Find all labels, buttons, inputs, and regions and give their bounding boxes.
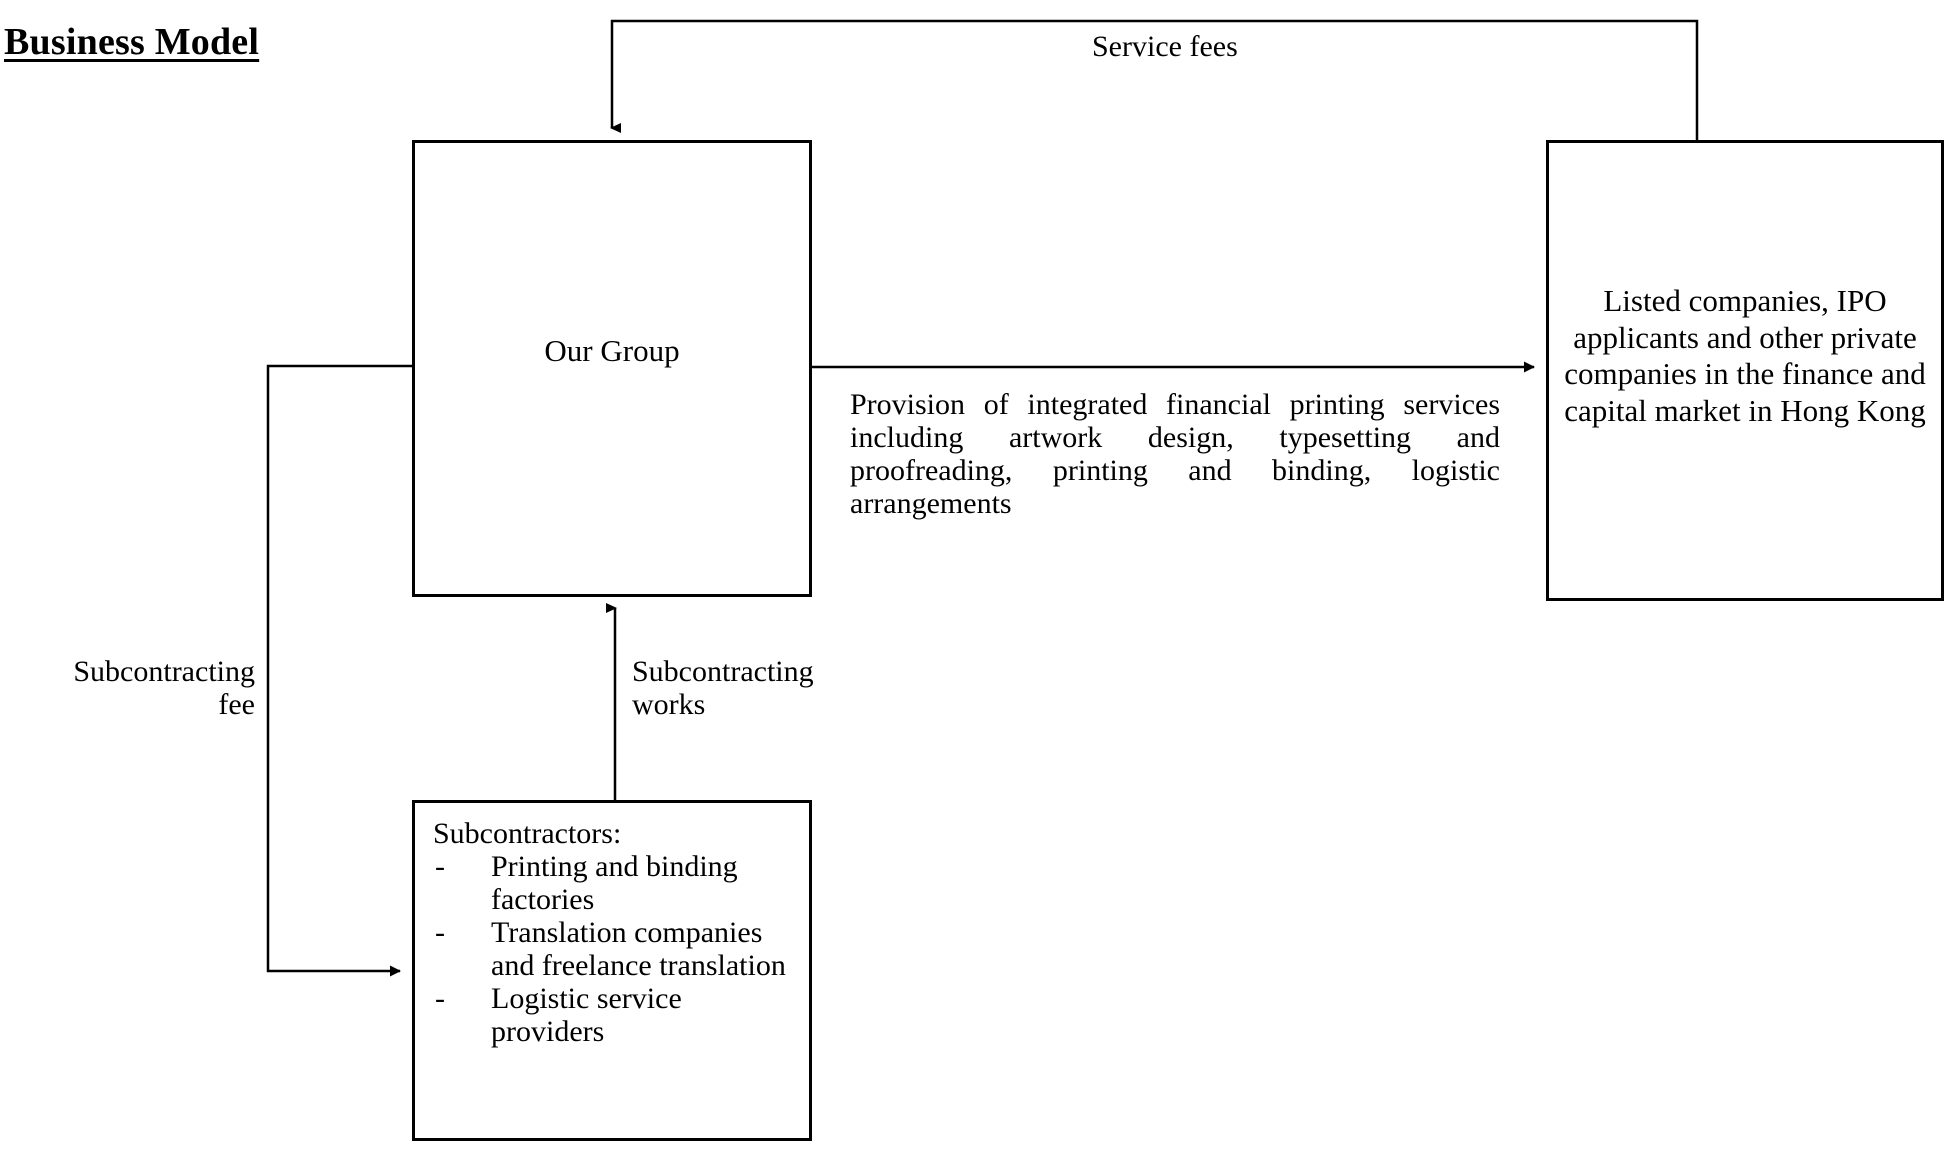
subcontractors-list: - Printing and binding factories - Trans… <box>433 850 801 1048</box>
dash-bullet-icon: - <box>435 850 445 883</box>
edge-label-subcontracting-fee: Subcontracting fee <box>73 655 255 721</box>
list-item-label: Logistic service providers <box>491 982 682 1048</box>
edge-subcontracting-fee <box>266 364 412 977</box>
node-our-group-label: Our Group <box>544 333 680 368</box>
list-item-label: Printing and binding factories <box>491 850 738 916</box>
list-item: - Translation companies and freelance tr… <box>433 916 801 982</box>
node-clients-label: Listed companies, IPO applicants and oth… <box>1564 283 1926 428</box>
dash-bullet-icon: - <box>435 982 445 1015</box>
node-subcontractors[interactable]: Subcontractors: - Printing and binding f… <box>412 800 812 1141</box>
list-item-label: Translation companies and freelance tran… <box>491 916 786 982</box>
edge-label-subcontracting-works: Subcontracting works <box>632 655 814 721</box>
list-item: - Logistic service providers <box>433 982 801 1048</box>
edge-label-provision-of-services: Provision of integrated financial printi… <box>850 388 1500 520</box>
page-title: Business Model <box>4 21 260 63</box>
edge-label-service-fees: Service fees <box>1092 30 1238 63</box>
list-item: - Printing and binding factories <box>433 850 801 916</box>
subcontractors-heading: Subcontractors: <box>433 817 622 850</box>
node-our-group[interactable]: Our Group <box>412 140 812 597</box>
dash-bullet-icon: - <box>435 916 445 949</box>
node-clients[interactable]: Listed companies, IPO applicants and oth… <box>1546 140 1944 601</box>
subcontractors-content: Subcontractors: - Printing and binding f… <box>433 817 801 1048</box>
